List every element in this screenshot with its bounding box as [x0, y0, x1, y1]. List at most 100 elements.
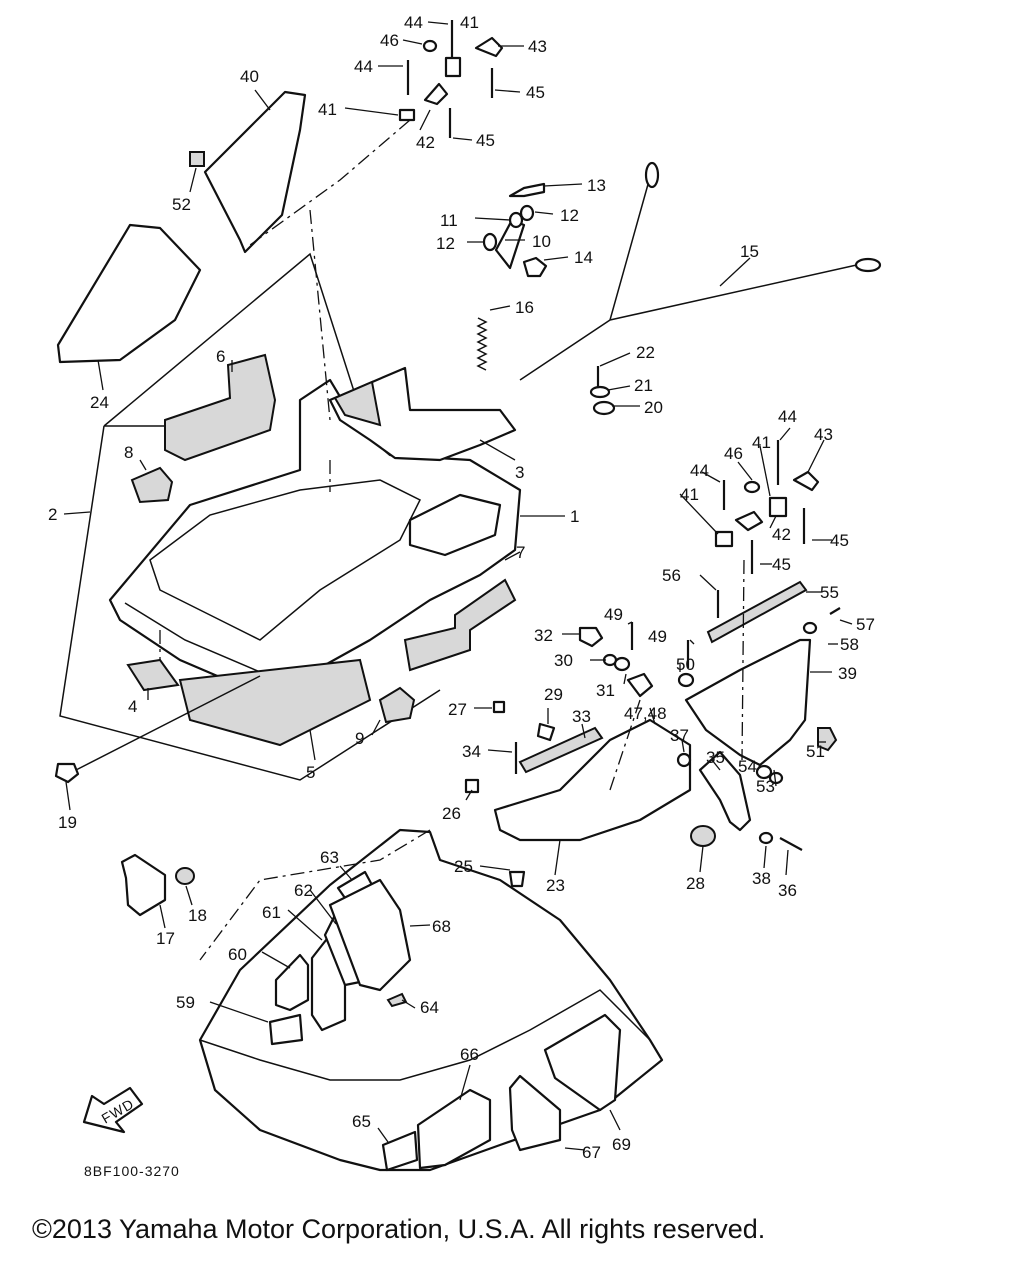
cover-24 [56, 223, 202, 364]
duct-40 [203, 90, 307, 254]
fwd-arrow-icon: FWD [82, 1086, 144, 1134]
strip-55 [706, 580, 808, 644]
callout-55: 55 [820, 583, 839, 602]
cable-15 [519, 169, 871, 381]
callout-42-top: 42 [416, 133, 435, 152]
callout-13: 13 [587, 176, 606, 195]
washer-12a [482, 232, 498, 252]
callout-49b: 49 [648, 627, 667, 646]
copyright-notice: ©2013 Yamaha Motor Corporation, U.S.A. A… [32, 1214, 766, 1244]
callout-51: 51 [806, 742, 825, 761]
callout-63: 63 [320, 848, 339, 867]
callout-54: 54 [738, 757, 757, 776]
nut-31 [613, 656, 631, 672]
callout-36: 36 [778, 881, 797, 900]
hood-vent-box [408, 493, 502, 557]
callout-22: 22 [636, 343, 655, 362]
nut-50 [677, 672, 695, 688]
bushing-11 [508, 211, 524, 229]
callout-10: 10 [532, 232, 551, 251]
bracket-47-48 [626, 672, 654, 698]
callout-44-right-a: 44 [778, 407, 797, 426]
callout-45-top-b: 45 [476, 131, 495, 150]
top-panel [328, 366, 517, 462]
decal-66 [416, 1088, 492, 1170]
callout-32: 32 [534, 626, 553, 645]
grommet-37 [676, 752, 692, 768]
clip-43-right [792, 470, 820, 492]
callout-50: 50 [676, 655, 695, 674]
callout-27: 27 [448, 700, 467, 719]
callout-30: 30 [554, 651, 573, 670]
assembly-line-4 [199, 829, 431, 961]
lower-body-crease [199, 989, 651, 1081]
bolt-19-shaft [75, 675, 261, 771]
callout-41-top-b: 41 [318, 100, 337, 119]
callout-69: 69 [612, 1135, 631, 1154]
callout-21: 21 [634, 376, 653, 395]
callout-12a: 12 [560, 206, 579, 225]
callout-60: 60 [228, 945, 247, 964]
strip-33 [518, 726, 604, 774]
grommet-18 [175, 867, 195, 885]
clip-43-top [474, 36, 504, 58]
nut-14 [522, 256, 548, 278]
hood-windshield-opening [149, 479, 422, 641]
pad-6 [164, 353, 277, 462]
callout-67: 67 [582, 1143, 601, 1162]
grommet-28 [690, 825, 716, 847]
clip-42-right [734, 510, 764, 532]
callout-47-48: 47,48 [624, 704, 667, 723]
pad-4 [126, 658, 180, 692]
callout-45-top-a: 45 [526, 83, 545, 102]
screw-36 [779, 837, 803, 851]
callout-43-right: 43 [814, 425, 833, 444]
clip-41-mid [398, 108, 416, 122]
callout-labels: 1 2 3 4 5 6 7 8 9 10 11 12 12 13 14 15 1… [48, 13, 875, 1162]
decal-69 [543, 1013, 622, 1112]
callout-5: 5 [306, 763, 315, 782]
callout-34: 34 [462, 742, 481, 761]
top-panel-pad [333, 380, 382, 427]
callout-44-top-a: 44 [404, 13, 423, 32]
decal-67 [508, 1074, 562, 1152]
callout-8: 8 [124, 443, 133, 462]
decal-68 [328, 878, 412, 992]
clip-41-top [444, 56, 462, 78]
callout-33: 33 [572, 707, 591, 726]
callout-53: 53 [756, 777, 775, 796]
callout-38: 38 [752, 869, 771, 888]
callout-26: 26 [442, 804, 461, 823]
callout-12b: 12 [436, 234, 455, 253]
bracket-35 [698, 750, 752, 832]
callout-9: 9 [355, 729, 364, 748]
callout-2: 2 [48, 505, 57, 524]
callout-6: 6 [216, 347, 225, 366]
assembly-line-3 [741, 559, 745, 761]
callout-18: 18 [188, 906, 207, 925]
callout-37: 37 [670, 726, 689, 745]
callout-4: 4 [128, 697, 137, 716]
block-9 [378, 686, 416, 724]
callout-31: 31 [596, 681, 615, 700]
callout-68: 68 [432, 917, 451, 936]
callout-41-right-a: 41 [752, 433, 771, 452]
callout-42-right: 42 [772, 525, 791, 544]
callout-64: 64 [420, 998, 439, 1017]
callout-65: 65 [352, 1112, 371, 1131]
decal-60 [274, 953, 310, 1012]
washer-46-right [743, 480, 761, 494]
panel-39 [684, 638, 812, 767]
clip-41-right2 [714, 530, 734, 548]
washer-21 [589, 385, 611, 399]
callout-56: 56 [662, 566, 681, 585]
callout-25: 25 [454, 857, 473, 876]
callout-40: 40 [240, 67, 259, 86]
callout-23: 23 [546, 876, 565, 895]
assembly-line-1 [309, 209, 331, 421]
callout-52: 52 [172, 195, 191, 214]
clip-42-top [423, 82, 449, 106]
callout-46-top: 46 [380, 31, 399, 50]
callout-24: 24 [90, 393, 109, 412]
knob-32 [578, 626, 604, 648]
